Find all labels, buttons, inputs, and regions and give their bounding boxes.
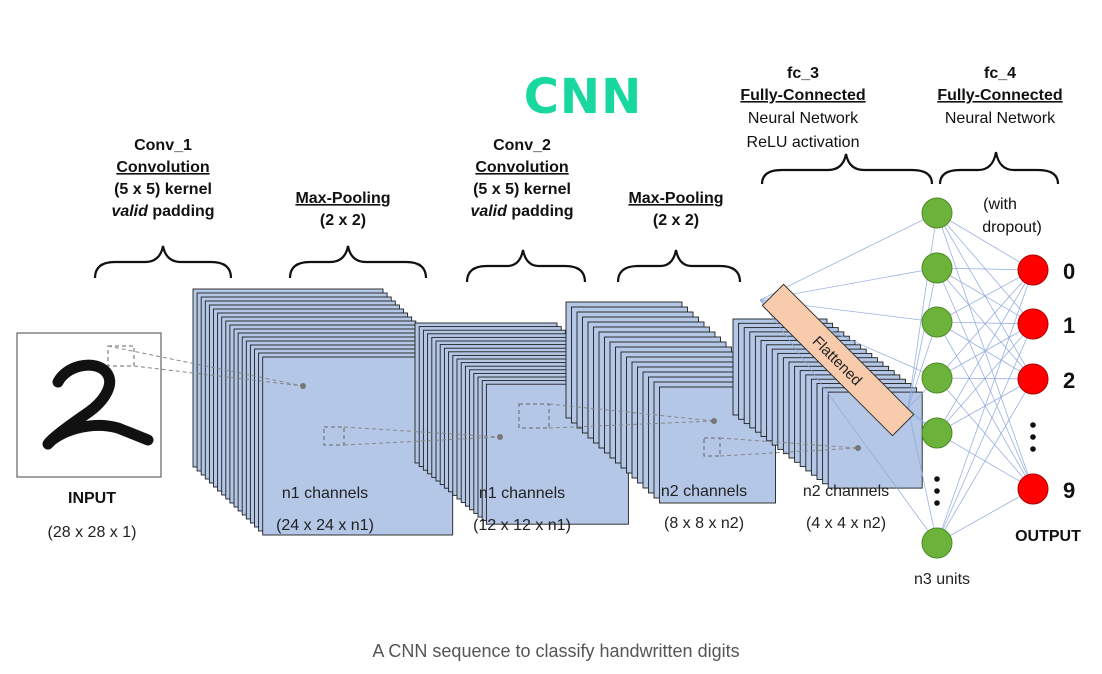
conv2-channels: n2 channels	[661, 483, 747, 500]
hidden-units-label: n3 units	[914, 571, 970, 588]
hidden-unit-node	[921, 197, 953, 229]
output-label-1: 1	[1063, 313, 1075, 338]
pool1-dims: (12 x 12 x n1)	[473, 517, 571, 534]
pool2-header: Max-Pooling (2 x 2)	[628, 190, 723, 229]
brace-fc4	[938, 151, 1060, 185]
svg-text:Conv_1: Conv_1	[134, 137, 192, 154]
figure-caption: A CNN sequence to classify handwritten d…	[372, 641, 739, 661]
input-receptive-field	[107, 345, 135, 367]
hidden-to-output-edge	[936, 323, 1034, 544]
dense-connections	[759, 212, 1034, 544]
pool2-dims: (4 x 4 x n2)	[806, 515, 886, 532]
svg-text:valid padding: valid padding	[111, 203, 214, 220]
pool2-channels: n2 channels	[803, 483, 889, 500]
svg-text:(2 x 2): (2 x 2)	[320, 212, 366, 229]
hidden-ellipsis	[934, 476, 940, 506]
receptive-field-guides	[107, 345, 861, 457]
output-label-2: 2	[1063, 368, 1075, 393]
hidden-to-output-edge	[936, 267, 1034, 271]
fc3-hidden-units	[921, 197, 953, 559]
output-unit-node	[1017, 363, 1049, 395]
output-ellipsis	[1030, 422, 1036, 452]
diagram-title: CNN	[524, 69, 643, 125]
output-unit-node	[1017, 473, 1049, 505]
brace-conv2	[465, 249, 587, 283]
hidden-to-output-edge	[936, 323, 1034, 434]
hidden-to-output-edge	[936, 321, 1034, 380]
pool1-header: Max-Pooling (2 x 2)	[295, 190, 390, 229]
conv2-header: Conv_2 Convolution (5 x 5) kernel valid …	[470, 137, 573, 220]
svg-text:Max-Pooling: Max-Pooling	[295, 190, 390, 207]
svg-text:valid padding: valid padding	[470, 203, 573, 220]
svg-text:Max-Pooling: Max-Pooling	[628, 190, 723, 207]
conv1-dims: (24 x 24 x n1)	[276, 517, 374, 534]
svg-text:Convolution: Convolution	[116, 159, 209, 176]
svg-text:Conv_2: Conv_2	[493, 137, 551, 154]
hidden-to-output-edge	[936, 269, 1034, 544]
hidden-to-output-edge	[936, 212, 1034, 271]
hidden-to-output-edge	[936, 269, 1034, 434]
digit-two-glyph	[42, 359, 154, 450]
dropout-note: (with dropout)	[982, 196, 1042, 236]
conv1-channels: n1 channels	[282, 485, 368, 502]
input-label: INPUT	[68, 490, 116, 507]
svg-text:Fully-Connected: Fully-Connected	[937, 87, 1062, 104]
svg-text:Neural Network: Neural Network	[945, 110, 1056, 127]
hidden-to-output-edge	[936, 212, 1034, 325]
input-image	[16, 332, 162, 478]
output-unit-node	[1017, 254, 1049, 286]
flatten-to-hidden-edge	[907, 267, 938, 409]
svg-text:Convolution: Convolution	[475, 159, 568, 176]
hidden-unit-node	[921, 362, 953, 394]
hidden-to-output-edge	[936, 488, 1034, 544]
svg-text:fc_3: fc_3	[787, 65, 819, 82]
output-label: OUTPUT	[1015, 528, 1081, 545]
hidden-unit-node	[921, 306, 953, 338]
output-label-0: 0	[1063, 259, 1075, 284]
svg-text:(with: (with	[983, 196, 1017, 213]
hidden-unit-node	[921, 527, 953, 559]
hidden-to-output-edge	[936, 269, 1034, 379]
flatten-to-hidden-edge	[759, 299, 938, 544]
brace-fc3	[760, 153, 934, 185]
output-label-9: 9	[1063, 478, 1075, 503]
flatten-to-hidden-edge	[907, 407, 938, 544]
pool1-channels: n1 channels	[479, 485, 565, 502]
pool1-feature-maps	[414, 322, 629, 525]
hidden-unit-node	[921, 252, 953, 284]
input-dims: (28 x 28 x 1)	[48, 524, 137, 541]
svg-text:ReLU activation: ReLU activation	[747, 134, 860, 151]
output-unit-node	[1017, 308, 1049, 340]
brace-conv1	[93, 245, 233, 279]
svg-text:dropout): dropout)	[982, 219, 1042, 236]
flatten-to-hidden-edge	[907, 212, 938, 409]
fc4-header: fc_4 Fully-Connected Neural Network	[937, 65, 1062, 127]
fc4-output-units	[1017, 254, 1049, 505]
conv1-header: Conv_1 Convolution (5 x 5) kernel valid …	[111, 137, 214, 220]
conv1-feature-maps	[192, 288, 454, 536]
svg-text:fc_4: fc_4	[984, 65, 1016, 82]
svg-text:(2 x 2): (2 x 2)	[653, 212, 699, 229]
hidden-to-output-edge	[936, 321, 1034, 325]
hidden-unit-node	[921, 417, 953, 449]
hidden-to-output-edge	[936, 378, 1034, 544]
hidden-to-output-edge	[936, 269, 1034, 323]
svg-text:(5 x 5) kernel: (5 x 5) kernel	[473, 181, 571, 198]
flatten-to-hidden-edge	[759, 212, 938, 301]
conv2-dims: (8 x 8 x n2)	[664, 515, 744, 532]
svg-text:Neural Network: Neural Network	[748, 110, 859, 127]
brace-pool1	[288, 245, 428, 279]
fc3-header: fc_3 Fully-Connected Neural Network ReLU…	[740, 65, 865, 151]
svg-text:(5 x 5) kernel: (5 x 5) kernel	[114, 181, 212, 198]
brace-pool2	[616, 249, 742, 283]
svg-text:Fully-Connected: Fully-Connected	[740, 87, 865, 104]
